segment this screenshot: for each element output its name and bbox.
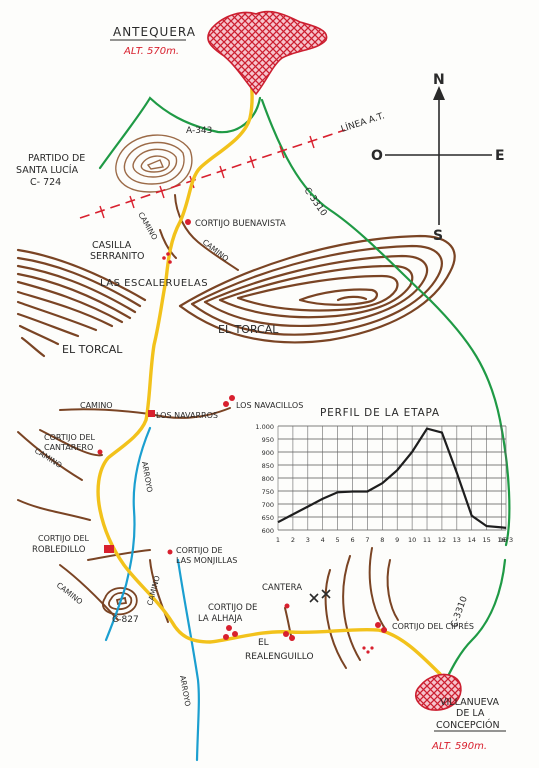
road-c3310-top: C-3310 — [302, 186, 329, 219]
santa-lucia-3: C- 724 — [30, 177, 61, 188]
serranito-1: CASILLA — [92, 240, 132, 251]
cantera-label: CANTERA — [262, 583, 302, 593]
compass-south: S — [433, 228, 443, 244]
relief-torcal-right — [178, 234, 456, 344]
profile-y-tick-label: 750 — [262, 488, 274, 496]
quarry-marks — [309, 589, 331, 603]
profile-x-tick-label: 3 — [306, 536, 310, 544]
profile-title: PERFIL DE LA ETAPA — [320, 407, 440, 419]
camino-label-2: CAMINO — [201, 237, 231, 263]
alhaja-2: LA ALHAJA — [198, 614, 243, 624]
villanueva-3: CONCEPCIÓN — [436, 719, 500, 731]
compass-west: O — [371, 148, 383, 164]
villanueva-altitude: ALT. 590m. — [431, 741, 487, 752]
profile-x-tick-label: 7 — [365, 536, 369, 544]
camino-label-1: CAMINO — [136, 211, 159, 242]
relief-southeast — [324, 547, 399, 669]
monjillas-2: LAS MONJILLAS — [176, 556, 237, 565]
profile-x-tick-label: 13 — [453, 536, 461, 544]
profile-x-tick-label: 6 — [350, 536, 354, 544]
relief-torcal-left — [16, 248, 147, 358]
compass-east: E — [495, 148, 505, 164]
profile-y-tick-label: 650 — [262, 514, 274, 522]
profile-y-tick-label: 600 — [262, 527, 274, 535]
profile-y-tick-label: 800 — [262, 475, 274, 483]
site-markers — [97, 219, 387, 654]
profile-x-tick-label: 1 — [276, 536, 280, 544]
road-c327-label: C-827 — [112, 615, 139, 625]
profile-x-tick-label: 11 — [423, 536, 431, 544]
antequera-altitude: ALT. 570m. — [123, 46, 179, 57]
profile-y-tick-label: 950 — [262, 436, 274, 444]
power-line-label: LÍNEA A.T. — [339, 109, 386, 134]
buenavista-label: CORTIJO BUENAVISTA — [195, 219, 286, 229]
profile-x-tick-label: 2 — [291, 536, 295, 544]
escaleruelas-label: LAS ESCALERUELAS — [100, 278, 208, 289]
profile-x-tick-label: 15 — [482, 536, 490, 544]
profile-x-tick-label: 5 — [336, 536, 340, 544]
power-line — [79, 129, 346, 219]
navarros-label: LOS NAVARROS — [156, 411, 218, 420]
profile-x-tick-label: 10 — [408, 536, 416, 544]
profile-x-tick-label: 4 — [321, 536, 325, 544]
torcal-left-label: EL TORCAL — [62, 343, 123, 356]
arroyo-label-2: ARROYO — [178, 675, 192, 707]
monjillas-1: CORTIJO DE — [176, 546, 223, 555]
realenguillo-1: EL — [258, 638, 269, 648]
profile-x-tick-label: 16'3 — [499, 536, 513, 544]
caminos — [17, 194, 293, 641]
serranito-2: SERRANITO — [90, 251, 145, 262]
profile-y-tick-label: 850 — [262, 462, 274, 470]
cantarero-2: CANTARERO — [44, 443, 93, 452]
santa-lucia-1: PARTIDO DE — [28, 153, 85, 164]
antequera-label: ANTEQUERA — [113, 25, 196, 39]
profile-line — [277, 427, 507, 529]
profile-y-tick-label: 900 — [262, 449, 274, 457]
green-roads — [98, 96, 511, 682]
robledillo-2: ROBLEDILLO — [32, 545, 86, 555]
navacillos-label: LOS NAVACILLOS — [236, 401, 303, 410]
profile-x-tick-label: 14 — [468, 536, 476, 544]
profile-y-tick-label: 700 — [262, 501, 274, 509]
labels: ANTEQUERA ALT. 570m. A-343 LÍNEA A.T. C-… — [16, 25, 506, 752]
villanueva-2: DE LA — [456, 708, 485, 719]
route-line — [96, 58, 442, 676]
realenguillo-2: REALENGUILLO — [245, 652, 314, 662]
cipres-label: CORTIJO DEL CIPRÉS — [392, 620, 474, 631]
profile-y-tick-label: 1.000 — [255, 423, 274, 431]
compass-north: N — [433, 72, 445, 88]
torcal-right-label: EL TORCAL — [218, 323, 279, 336]
profile-x-tick-label: 12 — [438, 536, 446, 544]
profile-x-tick-label: 16 — [497, 536, 505, 544]
compass-rose — [385, 86, 492, 225]
camino-label-5: CAMINO — [55, 580, 85, 606]
profile-x-tick-label: 8 — [380, 536, 384, 544]
antequera-town — [207, 10, 328, 96]
camino-label-3: CAMINO — [80, 401, 113, 410]
villanueva-town — [414, 673, 462, 711]
alhaja-1: CORTIJO DE — [208, 603, 257, 613]
profile-x-tick-label: 9 — [395, 536, 399, 544]
rivers — [104, 426, 200, 762]
villanueva-1: VILLANUEVA — [440, 697, 500, 708]
relief-santa-lucia — [115, 134, 193, 193]
santa-lucia-2: SANTA LUCÍA — [16, 164, 79, 176]
robledillo-1: CORTIJO DEL — [38, 534, 90, 543]
road-a343-label: A-343 — [186, 126, 212, 136]
arroyo-label-1: ARROYO — [140, 461, 154, 493]
cantarero-1: CORTIJO DEL — [44, 433, 96, 442]
